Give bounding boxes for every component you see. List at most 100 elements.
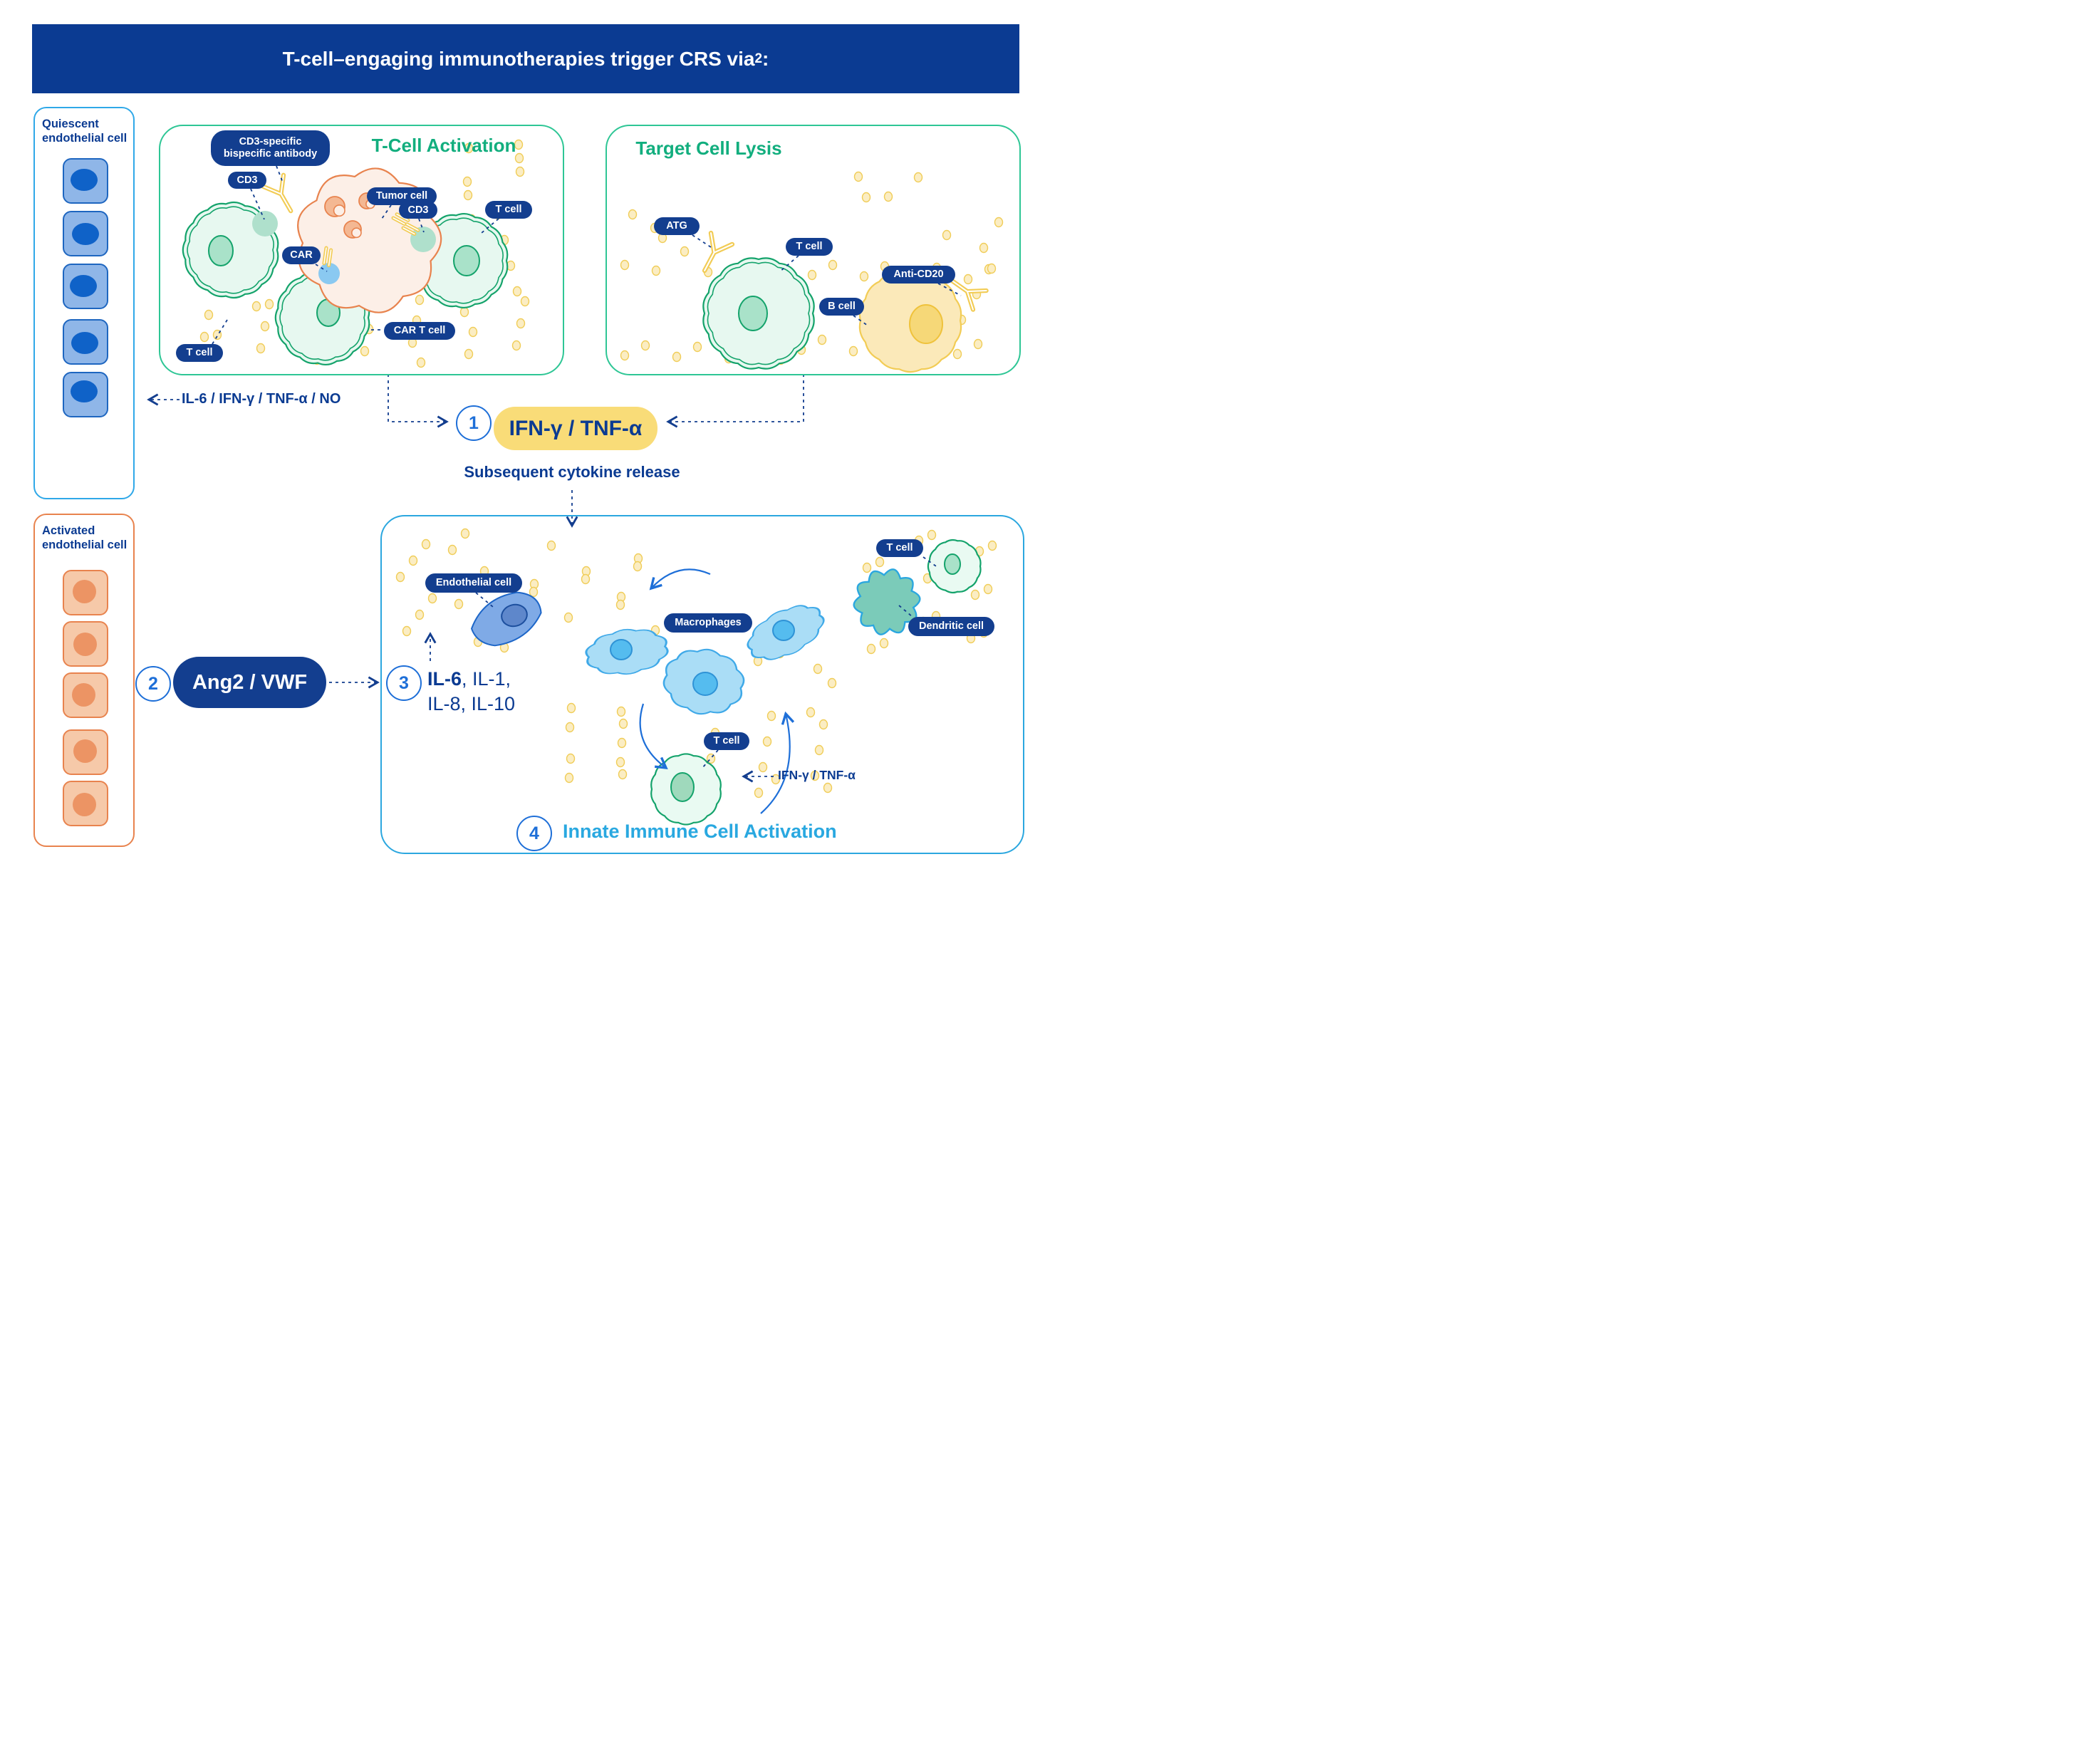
cytokine-dot [395, 571, 405, 583]
leader-line [853, 315, 868, 326]
quiescent-cell [63, 264, 108, 309]
cytokine-dot [618, 769, 628, 780]
b-cell-label: B cell [819, 298, 864, 316]
cytokine-dot [692, 341, 702, 353]
cytokine-dot [848, 345, 858, 357]
bispecific-antibody-icon-gap [262, 174, 292, 212]
interleukin-list: IL-6, IL-1,IL-8, IL-10 [427, 667, 515, 717]
cytokine-dot [913, 172, 923, 183]
cytokine-dot [817, 334, 827, 345]
cytokine-dot [427, 593, 437, 604]
tumor-inclusion-notch [350, 227, 362, 239]
cytokine-dot [447, 544, 457, 556]
cytokine-dot [415, 294, 425, 306]
tcr-engagement-bars-gap [402, 223, 419, 235]
cell-nucleus [72, 683, 95, 707]
dendritic-cell-label: Dendritic cell [908, 617, 994, 636]
banner-title: T-cell–engaging immunotherapies trigger … [282, 47, 755, 70]
cytokine-dot [866, 643, 876, 655]
leader-line [702, 749, 719, 769]
quiescent-cell [63, 319, 108, 365]
cytokine-dot [771, 774, 781, 785]
activated-cell [63, 621, 108, 667]
t-cell-lysis-label: T cell [786, 238, 833, 256]
atg-label: ATG [654, 217, 700, 235]
cytokine-dot [617, 737, 627, 749]
step-4-circle: 4 [516, 816, 552, 851]
cytokine-dot [514, 139, 524, 150]
cell-nucleus [71, 380, 98, 402]
cytokine-dot [879, 638, 889, 649]
leader-line [212, 319, 228, 345]
activated-box-label: Activated endothelial cell [42, 524, 128, 551]
cytokine-dot [633, 561, 643, 572]
cytokine-dot [515, 166, 525, 177]
cell-nucleus [670, 772, 695, 802]
cytokine-dot [566, 702, 576, 714]
cytokine-dot [565, 722, 575, 733]
cytokine-dot [199, 331, 209, 343]
cytokine-dot [468, 326, 478, 338]
cytokine-dot [251, 301, 261, 312]
cytokine-dot [680, 246, 690, 257]
cytokine-dot [862, 562, 872, 573]
cytokine-dot [994, 217, 1004, 228]
leader-line [418, 218, 425, 233]
tumor-inclusion-notch [333, 204, 345, 217]
cell-nucleus [909, 304, 943, 344]
cytokine-caption: Subsequent cytokine release [464, 463, 680, 481]
t-cell-top-right-label: T cell [876, 539, 923, 557]
t-cell-left-label: T cell [176, 344, 223, 362]
cytokine-dot [970, 589, 980, 600]
cytokine-dot [615, 756, 625, 768]
cytokine-dot [512, 286, 522, 297]
activated-endothelial-box: Activated endothelial cell [33, 514, 135, 847]
cytokine-dot [566, 753, 576, 764]
leader-line [779, 255, 799, 273]
il-rest: , IL-1, [462, 668, 511, 690]
cell-nucleus [73, 739, 97, 763]
cd3-left-label: CD3 [228, 172, 266, 189]
cytokine-dot [616, 706, 626, 717]
il6-bold: IL-6 [427, 668, 462, 690]
cytokine-dot [462, 176, 472, 187]
cytokine-dot [563, 612, 573, 623]
cytokine-dot [754, 787, 764, 799]
cytokine-dot [827, 677, 837, 689]
cd3-right-label: CD3 [399, 202, 437, 219]
cell-nucleus [72, 223, 99, 245]
activated-cell [63, 729, 108, 775]
cytokine-dot [618, 718, 628, 729]
activated-cell [63, 672, 108, 718]
cell-nucleus [208, 235, 234, 266]
cytokine-dot [813, 663, 823, 675]
ang2-vwf-pill: Ang2 / VWF [173, 657, 326, 708]
cell-nucleus [453, 245, 480, 276]
cytokine-dot [875, 556, 885, 568]
quiescent-cell [63, 211, 108, 256]
cell-nucleus [501, 603, 528, 628]
cell-nucleus [71, 169, 98, 191]
cell-nucleus [73, 580, 96, 603]
cell-nucleus [944, 553, 961, 575]
cell-nucleus [73, 633, 97, 656]
cytokine-dot [564, 772, 574, 784]
cell-nucleus [71, 332, 98, 354]
cytokine-dot [416, 357, 426, 368]
cytokine-dot [454, 598, 464, 610]
leader-line [922, 556, 939, 568]
car-receptor [318, 263, 340, 284]
endothelial-cell-label: Endothelial cell [425, 573, 522, 593]
leader-line [315, 264, 328, 272]
quiescent-endothelial-box: Quiescent endothelial cell [33, 107, 135, 499]
cytokine-pill: IFN-γ / TNF-α [494, 407, 657, 450]
t-cell-mid-label: T cell [704, 732, 749, 750]
activated-cell [63, 781, 108, 826]
atg-antibody-icon-gap [704, 232, 733, 271]
cytokine-dot [818, 719, 828, 730]
t-cell-activation-panel [159, 125, 564, 375]
cytokine-dot [861, 192, 871, 203]
step-4-title: Innate Immune Cell Activation [563, 821, 837, 842]
anti-cd20-label: Anti-CD20 [882, 266, 955, 284]
cytokine-dot [758, 761, 768, 773]
